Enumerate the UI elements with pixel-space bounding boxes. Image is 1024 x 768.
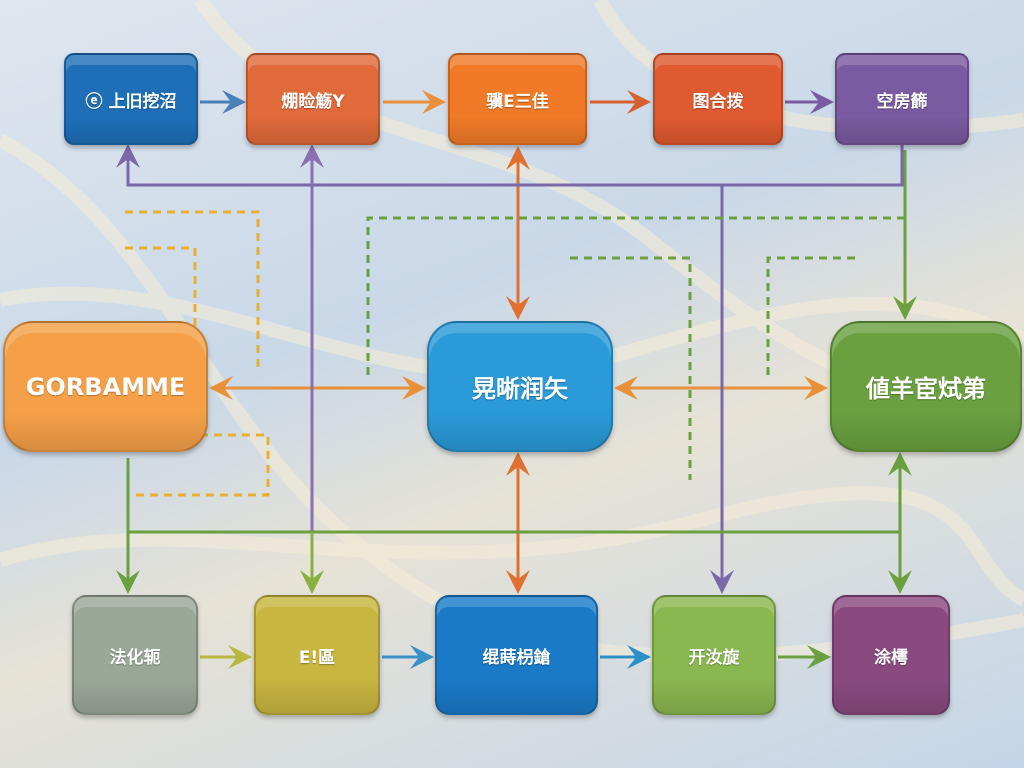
node-mid-center[interactable]: 晃晰润矢: [427, 321, 613, 452]
node-bottom-4[interactable]: 开汝旋: [652, 595, 776, 715]
node-bottom-5[interactable]: 涂樗: [832, 595, 950, 715]
node-bottom-3[interactable]: 绲蒔枴鎗: [435, 595, 598, 715]
node-bottom-1[interactable]: 法化轭: [72, 595, 198, 715]
node-top-1[interactable]: ⓔ 上旧挖沼: [64, 53, 198, 145]
node-top-5[interactable]: 空房籂: [835, 53, 969, 145]
node-mid-left[interactable]: GORBAMME: [3, 321, 208, 452]
node-top-4[interactable]: 图合拨: [653, 53, 783, 145]
node-top-2[interactable]: 焩睑觞Y: [246, 53, 380, 145]
node-bottom-2[interactable]: E!區: [254, 595, 380, 715]
node-top-3[interactable]: 骥E三佳: [448, 53, 587, 145]
node-mid-right[interactable]: 値羊宦烒第: [830, 321, 1022, 452]
